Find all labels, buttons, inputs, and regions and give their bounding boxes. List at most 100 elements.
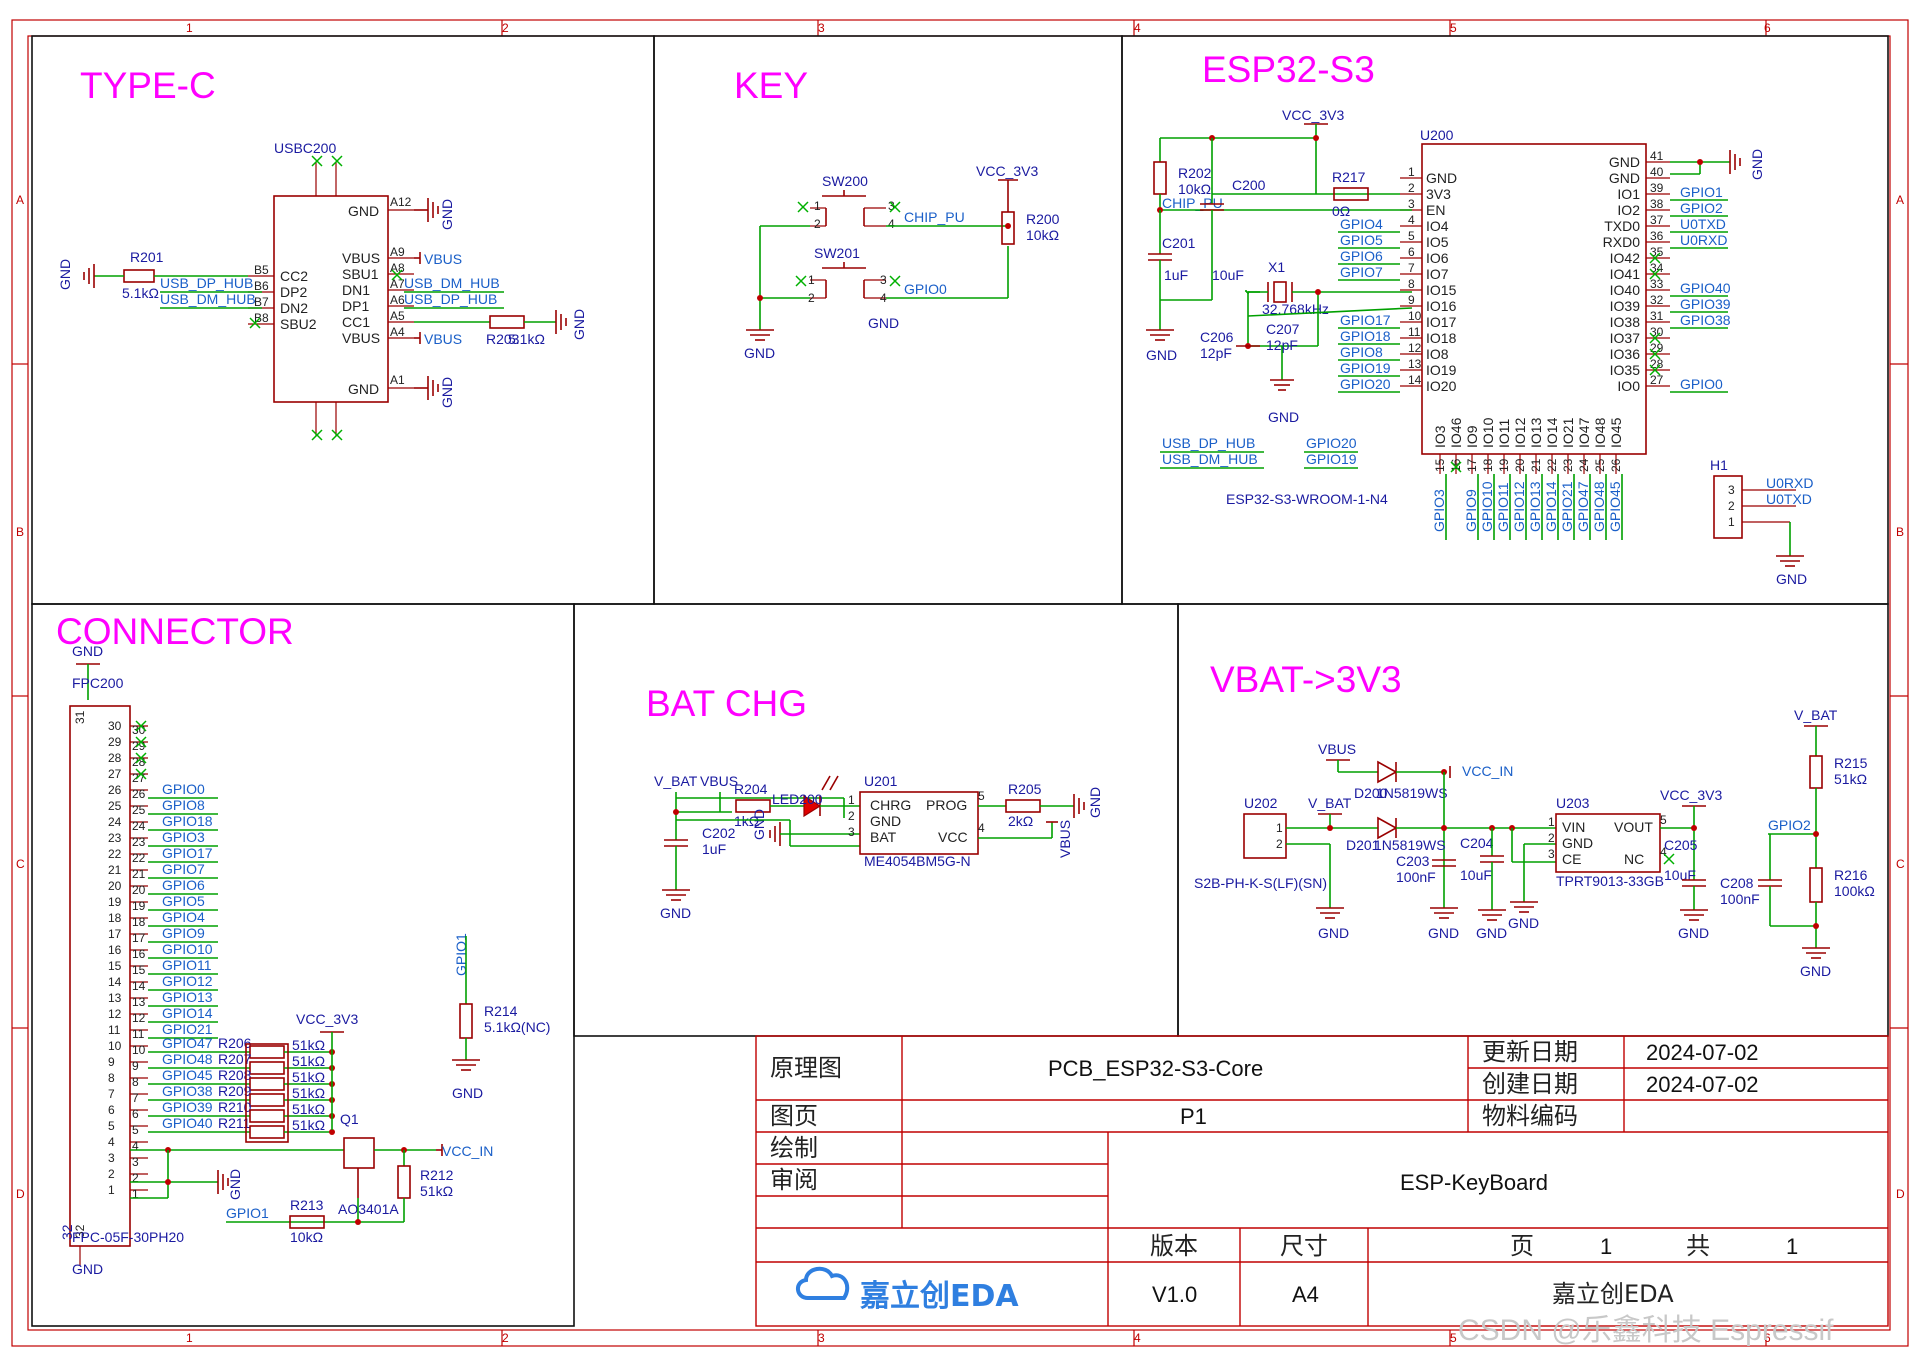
fpc-net: GPIO18 <box>162 813 213 829</box>
fpc-pin-num-inside: 11 <box>108 1023 121 1037</box>
fpc-ref: FPC200 <box>72 675 124 691</box>
usbc-pin-gnd-top: GND <box>348 203 379 219</box>
tb-update-label: 更新日期 <box>1482 1038 1578 1066</box>
svg-text:GND: GND <box>57 259 73 290</box>
svg-text:A1: A1 <box>390 373 405 387</box>
tb-create-date: 2024-07-02 <box>1646 1072 1759 1097</box>
fpc-net: GPIO4 <box>162 909 205 925</box>
esp-right-pin-num: 27 <box>1650 373 1664 387</box>
esp-left-pin-num: 11 <box>1408 325 1421 339</box>
d201-symbol <box>1377 816 1398 840</box>
usbc-left-pin-name: CC2 <box>280 268 308 284</box>
svg-text:4: 4 <box>1660 845 1667 859</box>
esp-bottom-pin-num: 19 <box>1497 458 1511 472</box>
usbc-left-pin-num: B5 <box>254 263 269 277</box>
esp-left-pin-num: 10 <box>1408 309 1422 323</box>
esp-right-pin-num: 39 <box>1650 181 1664 195</box>
svg-text:GND: GND <box>1087 787 1103 818</box>
fpc-net: GPIO21 <box>162 1021 213 1037</box>
esp-bottom-pin-name: IO45 <box>1608 417 1624 448</box>
gnd-fpc-top: GND <box>72 643 103 659</box>
esp-right-pin-name: IO36 <box>1610 346 1641 362</box>
esp-right-pin-name: IO39 <box>1610 298 1641 314</box>
fpc-led-res-body <box>249 1045 285 1059</box>
fpc-pin-num-inside: 21 <box>108 863 122 877</box>
svg-text:USB_DP_HUB: USB_DP_HUB <box>404 291 497 307</box>
svg-text:VCC: VCC <box>938 829 968 845</box>
r204-ref: R204 <box>734 781 768 797</box>
svg-text:1: 1 <box>848 793 855 807</box>
svg-text:1: 1 <box>808 273 815 287</box>
vbat-label-reg: V_BAT <box>1308 795 1352 811</box>
tb-project: PCB_ESP32-S3-Core <box>1048 1056 1263 1081</box>
usbc-right-pin-name: DN1 <box>342 282 370 298</box>
esp-right-pin-name: IO1 <box>1617 186 1640 202</box>
esp-bottom-pin-name: IO11 <box>1496 418 1512 448</box>
esp-nc-mark <box>1649 268 1661 280</box>
svg-text:2: 2 <box>808 291 815 305</box>
gnd-c204: GND <box>1476 925 1507 941</box>
esp-right-net: U0TXD <box>1680 216 1726 232</box>
svg-text:32: 32 <box>59 1224 75 1240</box>
esp-bottom-net: GPIO13 <box>1527 481 1543 532</box>
esp-right-pin-name: IO37 <box>1610 330 1641 346</box>
esp-left-pin-num: 1 <box>1408 165 1415 179</box>
q1-ref: Q1 <box>340 1111 359 1127</box>
tb-size: A4 <box>1292 1282 1319 1307</box>
fpc-net: GPIO12 <box>162 973 213 989</box>
fpc-pin-num-inside: 16 <box>108 943 122 957</box>
esp-nc-mark <box>1649 332 1661 344</box>
tb-size-label: 尺寸 <box>1280 1232 1328 1260</box>
grid-col-label: 5 <box>1450 1331 1457 1345</box>
fpc-part: FPC-05F-30PH20 <box>72 1229 184 1245</box>
esp-right-pin-name: IO2 <box>1617 202 1640 218</box>
fpc-net: GPIO0 <box>162 781 205 797</box>
tb-page-count-label: 页 <box>1510 1232 1534 1260</box>
fpc-pin-num: 2 <box>132 1171 139 1185</box>
esp-nc-mark <box>1450 461 1462 473</box>
esp-nc-mark <box>1649 252 1661 264</box>
fpc-pin-num-inside: 19 <box>108 895 122 909</box>
esp-right-pin-num: 31 <box>1650 309 1664 323</box>
net-usb-dp-left: USB_DP_HUB <box>160 275 253 291</box>
grid-row-label: A <box>16 193 24 207</box>
c207-value: 12pF <box>1266 337 1298 353</box>
svg-text:5: 5 <box>978 789 985 803</box>
esp-left-pin-num: 12 <box>1408 341 1422 355</box>
esp-bottom-pin-name: IO10 <box>1480 417 1496 448</box>
esp-right-net: GPIO39 <box>1680 296 1731 312</box>
fpc-nc-mark <box>135 768 147 780</box>
logo-wordmark: 嘉立创EDA <box>860 1279 1019 1314</box>
svg-text:NC: NC <box>1624 851 1644 867</box>
r214-value: 5.1kΩ(NC) <box>484 1019 550 1035</box>
gnd-c205: GND <box>1678 925 1709 941</box>
fpc-led-net: GPIO39 <box>162 1099 213 1115</box>
h1-ref: H1 <box>1710 457 1728 473</box>
c206-value: 12pF <box>1200 345 1232 361</box>
esp-left-pin-name: IO5 <box>1426 234 1449 250</box>
net-gpio1-r214: GPIO1 <box>453 933 469 976</box>
esp-bottom-pin-name: IO9 <box>1464 425 1480 448</box>
c204-ref: C204 <box>1460 835 1494 851</box>
fpc-pin-num: 9 <box>132 1059 139 1073</box>
svg-text:GND: GND <box>227 1169 243 1200</box>
fpc-led-net: GPIO45 <box>162 1067 213 1083</box>
d200-part: 1N5819WS <box>1376 785 1448 801</box>
fpc-connector: GND FPC200 31 32 32 FPC-05F-30PH20 GND 3… <box>59 643 550 1277</box>
battery-charger: V_BAT VBUS C202 1uF GND R204 1kΩ LED200 … <box>654 773 1103 921</box>
fpc-net: GPIO7 <box>162 861 205 877</box>
net-gpio0-key: GPIO0 <box>904 281 947 297</box>
fpc-pin-num-inside: 10 <box>108 1039 122 1053</box>
c200-value: 10uF <box>1212 267 1244 283</box>
c201-ref: C201 <box>1162 235 1196 251</box>
sheet-frame-outer <box>11 19 1909 1347</box>
c205-ref: C205 <box>1664 837 1698 853</box>
d200-symbol <box>1377 760 1398 784</box>
r213-value: 10kΩ <box>290 1229 323 1245</box>
esp-bottom-net: GPIO48 <box>1591 481 1607 532</box>
fpc-pin-num: 22 <box>132 851 146 865</box>
esp-right-pin-name: IO35 <box>1610 362 1641 378</box>
fpc-led-res-value: 51kΩ <box>292 1085 325 1101</box>
esp-left-pin-name: IO16 <box>1426 298 1457 314</box>
esp-left-net: GPIO7 <box>1340 264 1383 280</box>
